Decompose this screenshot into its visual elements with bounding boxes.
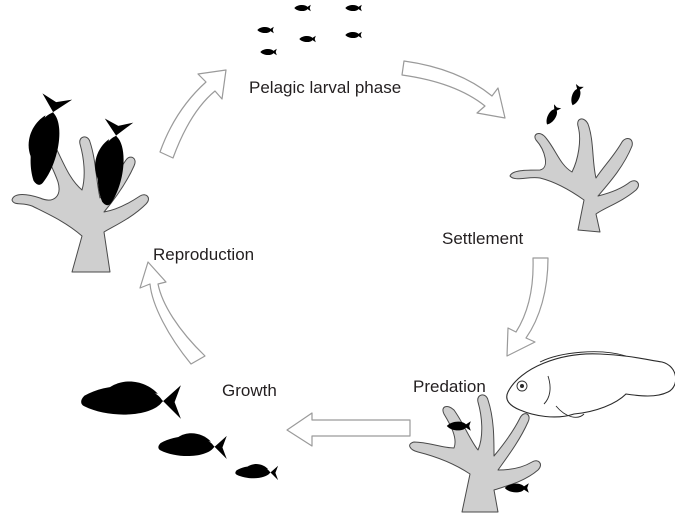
coral-reproduction	[11, 136, 149, 273]
label-reproduction: Reproduction	[153, 245, 255, 264]
label-pelagic-larval-phase: Pelagic larval phase	[249, 78, 402, 97]
coral-predation	[409, 394, 541, 513]
predator-fish	[506, 351, 675, 418]
label-predation: Predation	[413, 377, 486, 396]
larval-fish-school	[257, 4, 362, 56]
settling-larvae	[543, 84, 584, 127]
label-settlement: Settlement	[442, 229, 524, 248]
label-growth: Growth	[222, 381, 277, 400]
arrow-predation-to-growth	[286, 412, 411, 447]
arrow-pelagic-to-settlement	[401, 60, 506, 119]
arrow-settlement-to-predation	[506, 257, 549, 357]
arrow-reproduction-to-pelagic	[159, 69, 227, 159]
arrow-growth-to-reproduction	[139, 261, 206, 365]
coral-settlement	[509, 118, 639, 233]
